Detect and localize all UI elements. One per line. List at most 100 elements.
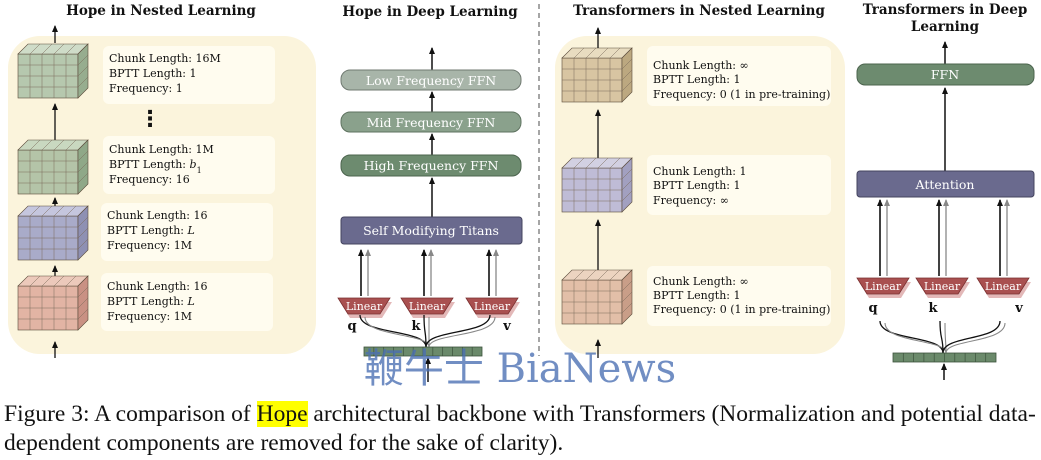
tf-curve-0 [879, 320, 944, 354]
svg-text:Chunk Length: 16: Chunk Length: 16 [107, 280, 207, 293]
hope-1-bptt: BPTT Length: 1 [109, 67, 197, 80]
tf-cube-1 [561, 47, 633, 103]
ffn-box [856, 63, 1035, 86]
mid-ffn-box [340, 111, 522, 133]
title-tf-nested: Transformers in Nested Learning [573, 3, 825, 19]
tf-info-box-3 [647, 266, 831, 326]
caption-rest: architectural backbone with Transformers… [4, 401, 1036, 456]
low-ffn-label: Low Frequency FFN [366, 73, 496, 88]
tf-curve-2 [942, 320, 1001, 354]
hope-cube-1 [17, 43, 89, 99]
hope-v-label: v [502, 319, 511, 334]
hope-4-chunk: Chunk Length: 16 [107, 280, 207, 293]
svg-text:BPTT Length: L: BPTT Length: L [107, 224, 195, 237]
attention-box [856, 170, 1035, 198]
hope-curve-2 [425, 314, 491, 348]
hope-linear-v [465, 297, 519, 315]
tf-cube-3 [561, 269, 633, 325]
svg-text:BPTT Length: 1: BPTT Length: 1 [653, 73, 741, 86]
svg-text:BPTT Length: 1: BPTT Length: 1 [109, 67, 197, 80]
svg-text:Chunk Length: 1M: Chunk Length: 1M [109, 143, 214, 156]
titans-box [340, 216, 523, 245]
tf-1-freq: Frequency: 0 (1 in pre-training) [653, 88, 830, 101]
tf-linear-label-v: Linear [985, 280, 1022, 293]
hope-linear-label-k: Linear [409, 300, 446, 313]
tf-linear-label-q: Linear [865, 280, 902, 293]
svg-text:Frequency: 0 (1 in pre-trainin: Frequency: 0 (1 in pre-training) [653, 88, 830, 101]
hope-cube-4 [17, 275, 89, 331]
tf-2-chunk: Chunk Length: 1 [653, 165, 746, 178]
high-ffn-box [340, 154, 522, 177]
tf-curve-1 [939, 320, 944, 354]
svg-text:BPTT Length: 1: BPTT Length: 1 [653, 179, 741, 192]
hope-cube-2 [17, 139, 89, 195]
hope-1-freq: Frequency: 1 [109, 82, 183, 95]
svg-text:Frequency: 0 (1 in pre-trainin: Frequency: 0 (1 in pre-training) [653, 303, 830, 316]
hope-curve-1 [423, 314, 427, 348]
hope-curve-grey-2 [428, 316, 496, 348]
tf-curve-grey-1 [944, 322, 947, 354]
hope-q-label: q [347, 319, 356, 334]
mid-ffn-label: Mid Frequency FFN [367, 115, 496, 130]
caption-prefix: Figure 3: A comparison of [4, 401, 257, 427]
tf-input-bar-ticks [902, 353, 987, 362]
svg-text:Frequency: ∞: Frequency: ∞ [653, 194, 729, 207]
tf-info-box-1 [647, 46, 831, 106]
hope-k-label: k [411, 319, 421, 334]
tf-1-chunk: Chunk Length: ∞ [653, 59, 749, 72]
tf-3-bptt: BPTT Length: 1 [653, 289, 741, 302]
hope-3-bptt-var: L [187, 224, 195, 237]
hope-info-box-1 [103, 46, 275, 104]
hope-3-bptt: BPTT Length: [107, 224, 188, 237]
hope-info-box-2 [103, 136, 275, 194]
svg-text:Frequency: 1M: Frequency: 1M [107, 239, 192, 252]
tf-3-chunk: Chunk Length: ∞ [653, 275, 749, 288]
titans-label: Self Modifying Titans [363, 223, 499, 238]
title-tf-deep-2: Learning [911, 19, 980, 35]
hope-2-chunk: Chunk Length: 1M [109, 143, 214, 156]
svg-text:BPTT Length: L: BPTT Length: L [107, 295, 195, 308]
tf-k-label: k [928, 301, 938, 316]
tf-q-label: q [868, 301, 877, 316]
tf-v-label: v [1014, 301, 1023, 316]
hope-linear-k [400, 297, 454, 315]
tf-2-freq: Frequency: ∞ [653, 194, 729, 207]
svg-text:Chunk Length: ∞: Chunk Length: ∞ [653, 275, 749, 288]
hope-info-box-4 [101, 273, 273, 331]
hope-cube-3 [17, 205, 89, 261]
title-hope-nested: Hope in Nested Learning [66, 3, 256, 19]
hope-curve-0 [359, 314, 427, 348]
hope-1-chunk: Chunk Length: 16M [109, 52, 221, 65]
architecture-diagram: Hope in Nested Learning Hope in Deep Lea… [8, 2, 1035, 392]
hope-3-chunk: Chunk Length: 16 [107, 209, 207, 222]
hope-input-bar-ticks [373, 347, 473, 356]
hope-4-bptt-var: L [187, 295, 195, 308]
hope-nested-cube-stack [17, 43, 89, 331]
hope-ellipsis: ⋮ [139, 107, 161, 132]
low-ffn-box [340, 69, 522, 91]
hope-3-freq: Frequency: 1M [107, 239, 192, 252]
tf-linear-q [856, 277, 910, 295]
hope-linear-q [337, 297, 391, 315]
tf-linear-v [976, 277, 1030, 295]
svg-text:Chunk Length: 16: Chunk Length: 16 [107, 209, 207, 222]
tf-2-bptt: BPTT Length: 1 [653, 179, 741, 192]
svg-text:BPTT Length: 1: BPTT Length: 1 [653, 289, 741, 302]
tf-cube-2 [561, 157, 633, 213]
hope-2-bptt: BPTT Length: [109, 158, 190, 171]
title-hope-deep: Hope in Deep Learning [342, 4, 518, 20]
svg-text:Frequency: 1: Frequency: 1 [109, 82, 183, 95]
hope-2-bptt-sub: 1 [197, 166, 202, 175]
tf-curve-grey-2 [945, 322, 1006, 354]
svg-text:Frequency: 16: Frequency: 16 [109, 173, 190, 186]
svg-text:Frequency: 1M: Frequency: 1M [107, 310, 192, 323]
tf-linear-label-k: Linear [924, 280, 961, 293]
hope-info-box-3 [101, 203, 273, 261]
hope-linear-label-v: Linear [474, 300, 511, 313]
svg-text:Chunk Length: 1: Chunk Length: 1 [653, 165, 746, 178]
tf-info-box-2 [647, 155, 831, 215]
hope-2-bptt-var: b [190, 158, 197, 171]
svg-text:Chunk Length: 16M: Chunk Length: 16M [109, 52, 221, 65]
svg-text:Chunk Length: ∞: Chunk Length: ∞ [653, 59, 749, 72]
